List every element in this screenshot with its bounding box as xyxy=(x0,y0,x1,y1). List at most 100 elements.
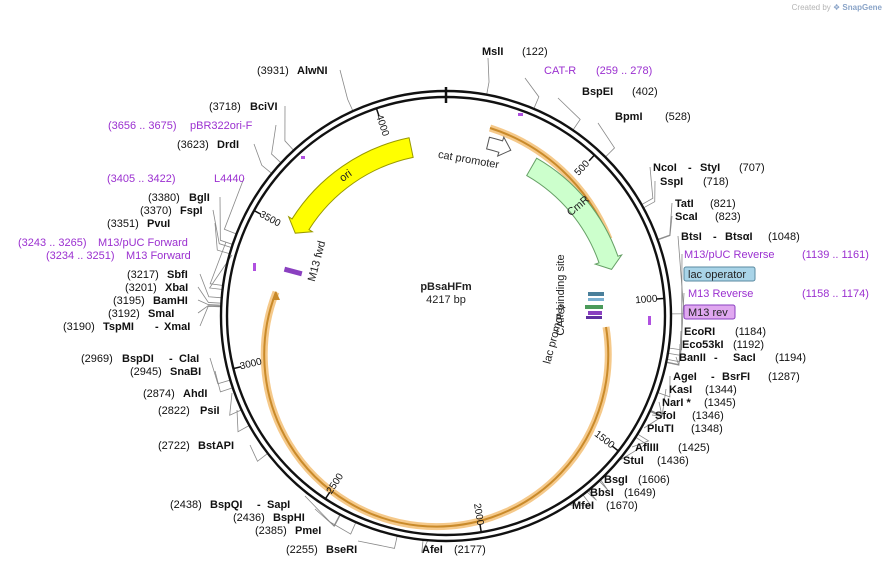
leader-line xyxy=(597,122,616,158)
feature-pbr: pBR322ori-F xyxy=(190,120,253,132)
tick-1500 xyxy=(611,445,619,452)
site-bstapi-pos: (2722) xyxy=(158,440,190,452)
leader-line xyxy=(214,370,233,393)
site-bcivi: BciVI xyxy=(250,101,278,113)
feature-m13puc-rev: M13/pUC Reverse xyxy=(684,249,774,261)
site-eco53ki: Eco53kI xyxy=(682,339,724,351)
leader-line xyxy=(524,77,540,109)
site-snabi-pos: (2945) xyxy=(130,366,162,378)
leader-line xyxy=(249,444,269,462)
feature-arrow-cat-promoter xyxy=(486,135,512,158)
plasmid-name: pBsaHFm xyxy=(420,281,472,293)
feature-l4440-range: (3405 .. 3422) xyxy=(107,173,176,185)
cat-r-mark xyxy=(518,113,523,116)
leader-line xyxy=(208,254,233,290)
site-alwni: AlwNI xyxy=(297,65,328,77)
leader-line xyxy=(666,330,682,363)
sep-bspqi: - xyxy=(257,499,261,511)
site-sbfi-pos: (3217) xyxy=(127,269,159,281)
site-sfoi: SfoI xyxy=(655,410,676,422)
sep-btsi: - xyxy=(713,231,717,243)
site-bbsi-pos: (1649) xyxy=(624,487,656,499)
sep-tspmi: - xyxy=(155,321,159,333)
tick-2000 xyxy=(479,524,482,533)
site-smai: SmaI xyxy=(148,308,174,320)
site-afei-pos: (2177) xyxy=(454,544,486,556)
site-smai-pos: (3192) xyxy=(108,308,140,320)
site-bpmi-pos: (528) xyxy=(665,111,691,123)
site-pluti: PluTI xyxy=(647,423,674,435)
site-sspi: SspI xyxy=(660,176,683,188)
lac-operator-box xyxy=(683,266,756,282)
leader-line xyxy=(219,196,233,245)
m13-rev-box xyxy=(683,304,736,320)
lac-promoter-mark xyxy=(585,305,603,309)
leader-line xyxy=(657,375,671,398)
site-bspdi: BspDI xyxy=(122,353,154,365)
site-banii: BanII xyxy=(679,352,706,364)
site-tspmi-pos: (3190) xyxy=(63,321,95,333)
cap-binding-site-label: CAP binding site xyxy=(555,254,567,335)
site-bpmi: BpmI xyxy=(615,111,643,123)
m13-fwd-mark xyxy=(283,266,303,277)
site-ecori: EcoRI xyxy=(684,326,715,338)
m13-rev-box-label: M13 rev xyxy=(688,307,728,319)
site-bgli: BglI xyxy=(189,192,210,204)
leader-line xyxy=(304,495,341,527)
leader-line xyxy=(212,209,232,249)
site-pmei: PmeI xyxy=(295,525,321,537)
site-pvui-pos: (3351) xyxy=(107,218,139,230)
tick-3000 xyxy=(233,365,242,370)
feature-m13puc-fwd-range: (3243 .. 3265) xyxy=(18,237,87,249)
feature-m13puc-rev-range: (1139 .. 1161) xyxy=(802,249,869,261)
leader-line xyxy=(643,180,656,209)
leader-line xyxy=(486,57,490,95)
site-sbfi: SbfI xyxy=(167,269,188,281)
feature-m13puc-fwd: M13/pUC Forward xyxy=(98,237,188,249)
leader-line xyxy=(284,105,295,151)
site-bbsi: BbsI xyxy=(590,487,614,499)
leader-line xyxy=(223,177,245,235)
site-ncoi: NcoI xyxy=(653,162,677,174)
feature-m13rev: M13 Reverse xyxy=(688,288,753,300)
site-bspei-pos: (402) xyxy=(632,86,658,98)
sep-ncoi: - xyxy=(688,162,692,174)
site-agei: AgeI xyxy=(673,371,697,383)
tick-label-3500: 3500 xyxy=(257,209,282,230)
site-kasi-pos: (1344) xyxy=(705,384,737,396)
sep-bspdi: - xyxy=(169,353,173,365)
sep-banii: - xyxy=(714,352,718,364)
site-pvui: PvuI xyxy=(147,218,170,230)
site-bsgi: BsgI xyxy=(604,474,628,486)
leader-line xyxy=(197,286,222,304)
site-bgli-pos: (3380) xyxy=(148,192,180,204)
sep-agei: - xyxy=(711,371,715,383)
site-bsphi: BspHI xyxy=(273,512,305,524)
site-psii-pos: (2822) xyxy=(158,405,190,417)
site-bspqi: BspQI xyxy=(210,499,242,511)
site-nari: NarI * xyxy=(662,397,691,409)
site-bstapi: BstAPI xyxy=(198,440,234,452)
cat-promoter-label: cat promoter xyxy=(437,149,500,172)
leader-line xyxy=(253,143,273,174)
site-scai: ScaI xyxy=(675,211,698,223)
leader-line xyxy=(666,356,680,366)
site-psii: PsiI xyxy=(200,405,220,417)
tick-500 xyxy=(588,154,596,162)
m13-puc-rev-mark xyxy=(586,316,602,319)
site-nari-pos: (1345) xyxy=(704,397,736,409)
site-pluti-pos: (1348) xyxy=(691,423,723,435)
pbr-mark xyxy=(301,156,305,159)
site-drdi: DrdI xyxy=(217,139,239,151)
leader-line xyxy=(631,433,650,448)
tick-label-4000: 4000 xyxy=(373,113,391,138)
site-bseri-pos: (2255) xyxy=(286,544,318,556)
site-bspdi-pos: (2969) xyxy=(81,353,113,365)
site-drdi-pos: (3623) xyxy=(177,139,209,151)
leader-line xyxy=(271,124,282,164)
leader-line xyxy=(197,299,222,306)
site-bseri: BseRI xyxy=(326,544,357,556)
site-mfei: MfeI xyxy=(572,500,594,512)
tick-label-2500: 2500 xyxy=(325,471,347,496)
